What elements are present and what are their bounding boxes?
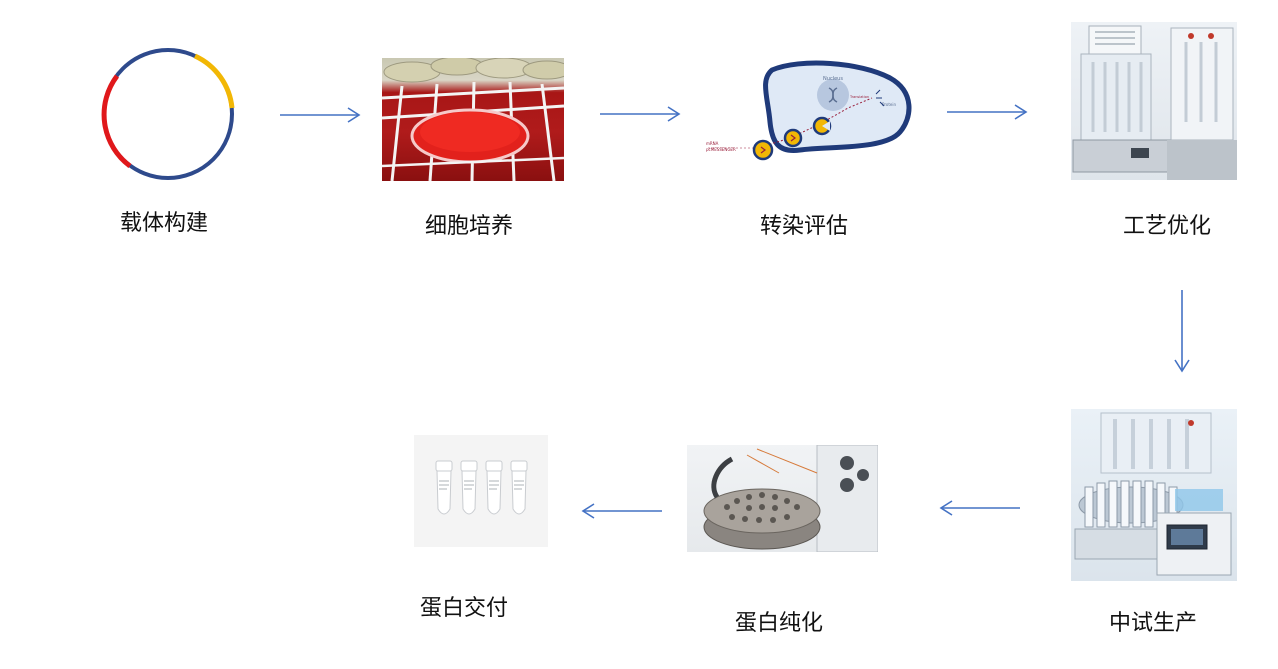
step-label-protein-purification: 蛋白纯化 [735,611,824,636]
arrow-left-1 [939,500,1020,516]
messenger-label: pcMESSENGER [706,147,736,152]
step-label-transfection: 转染评估 [760,214,849,239]
transfection-diagram: Nucleus mRNA pcMESSENGER Protein Transla… [706,60,912,161]
cell-culture-photo [382,58,564,181]
particle-2 [783,128,803,148]
step-label-vector: 载体构建 [120,211,209,236]
process-optimization-photo [1071,22,1237,180]
protein-icon [875,89,885,107]
step-label-pilot-production: 中试生产 [1109,611,1198,636]
arrow-down [1174,290,1190,373]
plasmid-yellow-segment [193,53,235,109]
protein-label: Protein [882,102,896,107]
step-label-cell-culture: 细胞培养 [425,214,514,239]
arrow-right-2 [600,106,681,122]
arrow-right-3 [947,104,1028,120]
step-label-process-optimization: 工艺优化 [1123,214,1212,239]
arrow-left-2 [581,503,662,519]
step-label-protein-delivery: 蛋白交付 [420,596,509,621]
pilot-production-photo [1071,409,1237,581]
plasmid-diagram [101,48,235,180]
arrow-right-1 [280,107,361,123]
particle-1 [752,139,774,161]
plasmid-red-segment [101,74,132,169]
nucleus-label: Nucleus [823,76,843,82]
translation-label: Translation [849,95,869,99]
protein-purification-photo [687,445,878,552]
protein-delivery-photo [414,435,548,547]
mrna-label: mRNA [706,141,719,146]
